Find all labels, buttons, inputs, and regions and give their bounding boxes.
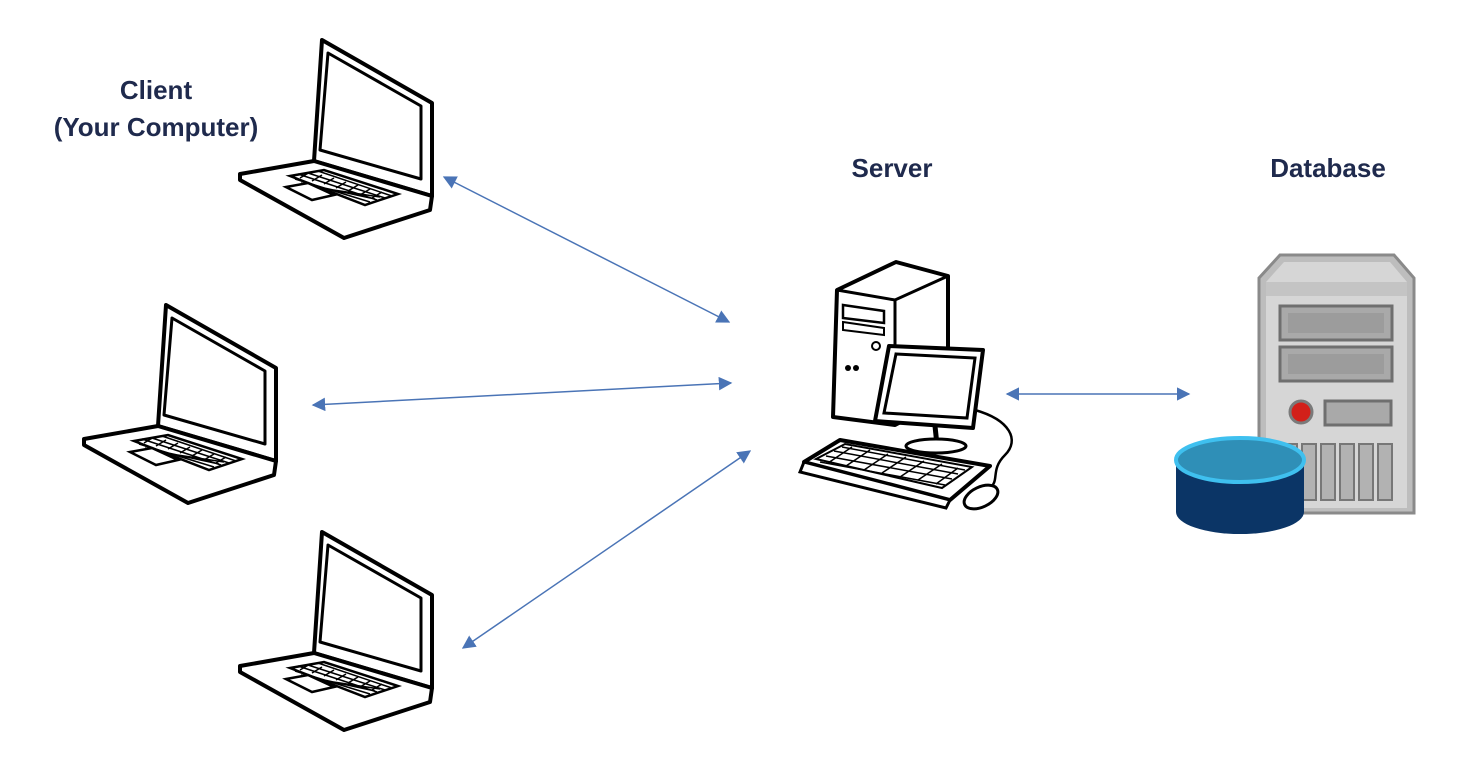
laptop-icon — [238, 530, 434, 732]
client-label-line2: (Your Computer) — [53, 112, 259, 142]
laptop-icon — [82, 303, 278, 505]
desktop-computer-icon — [797, 260, 1013, 511]
connection-arrow-client3-server — [461, 450, 752, 649]
server-label: Server — [851, 153, 933, 183]
power-led-icon — [1288, 399, 1314, 425]
database-label: Database — [1270, 153, 1386, 183]
client-laptop-3 — [238, 530, 434, 732]
connection-arrow-client1-server — [442, 176, 731, 323]
client-label: Client (Your Computer) — [40, 72, 272, 146]
database-server-icon — [1174, 253, 1416, 534]
client-laptop-2 — [82, 303, 278, 505]
connection-arrow-client2-server — [311, 376, 733, 412]
client-label-line1: Client — [119, 75, 193, 105]
database-cylinder-icon — [1174, 436, 1306, 534]
